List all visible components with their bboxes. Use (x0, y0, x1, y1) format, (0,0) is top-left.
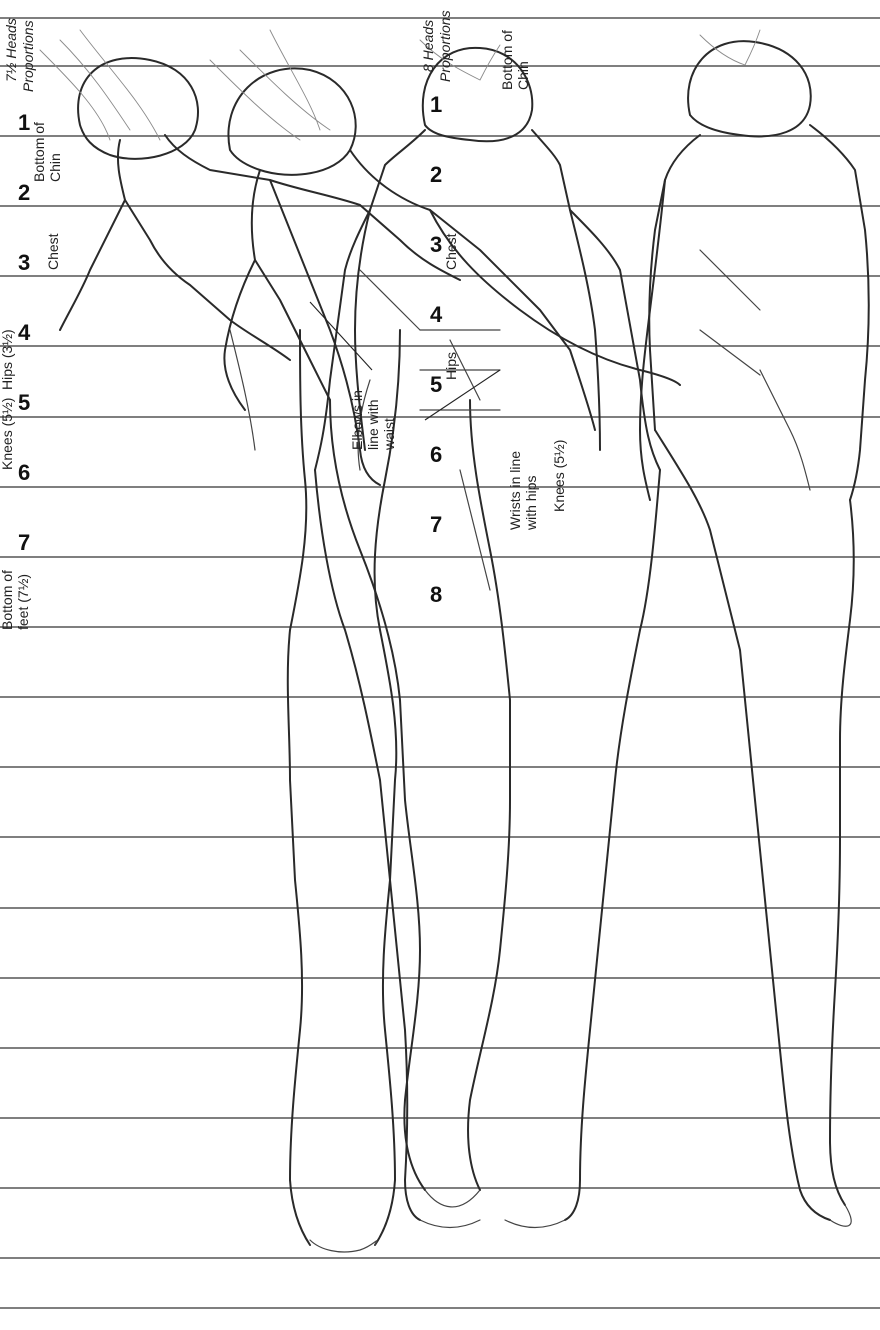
left-scale-title-line1: 7½ Heads (3, 18, 19, 82)
right-scale-number-5: 5 (430, 372, 442, 397)
right-scale-title-line2: Proportions (437, 10, 453, 82)
wrists-annotation-line2: with hips (523, 476, 539, 531)
left-scale-number-4: 4 (18, 320, 31, 345)
right-scale-chest: Chest (443, 233, 459, 270)
right-scale-title-line1: 8 Heads (420, 20, 436, 72)
right-scale-number-3: 3 (430, 232, 442, 257)
right-scale-hips: Hips (443, 352, 459, 380)
left-scale-number-2: 2 (18, 180, 30, 205)
left-scale-number-5: 5 (18, 390, 30, 415)
left-scale-number-6: 6 (18, 460, 30, 485)
right-scale-bottom-chin-line2: Chin (515, 61, 531, 90)
male-figure-side-icon (640, 30, 869, 1226)
wrists-annotation-line1: Wrists in line (507, 451, 523, 530)
rotated-layer: 7½ Heads Proportions 1 Bottom of Chin 2 … (0, 10, 880, 1308)
female-figure-front-icon (40, 30, 460, 1252)
elbows-annotation-line2: line with (365, 399, 381, 450)
left-scale-chest: Chest (45, 233, 61, 270)
right-scale-bottom-chin-line1: Bottom of (499, 30, 515, 90)
left-scale-knees: Knees (5½) (0, 398, 15, 470)
left-scale-bottom-feet-line2: feet (7½) (15, 574, 31, 630)
left-scale: 7½ Heads Proportions 1 Bottom of Chin 2 … (0, 18, 63, 630)
right-scale: 8 Heads Proportions 1 Bottom of Chin 2 C… (420, 10, 567, 607)
left-scale-number-7: 7 (18, 530, 30, 555)
right-scale-number-2: 2 (430, 162, 442, 187)
right-scale-number-7: 7 (430, 512, 442, 537)
right-scale-number-4: 4 (430, 302, 443, 327)
left-scale-number-1: 1 (18, 110, 30, 135)
left-scale-bottom-feet-line1: Bottom of (0, 570, 15, 630)
left-scale-title-line2: Proportions (20, 20, 36, 92)
right-scale-number-6: 6 (430, 442, 442, 467)
right-scale-number-1: 1 (430, 92, 442, 117)
right-scale-number-8: 8 (430, 582, 442, 607)
left-scale-number-3: 3 (18, 250, 30, 275)
left-scale-bottom-chin-line2: Chin (47, 153, 63, 182)
left-scale-bottom-chin-line1: Bottom of (31, 122, 47, 182)
elbows-annotation-line3: waist (381, 418, 397, 451)
left-scale-hips: Hips (3½) (0, 329, 15, 390)
male-figure-front-icon (315, 40, 660, 1228)
elbows-annotation-line1: Elbows in (349, 390, 365, 450)
right-scale-knees: Knees (5½) (551, 440, 567, 512)
